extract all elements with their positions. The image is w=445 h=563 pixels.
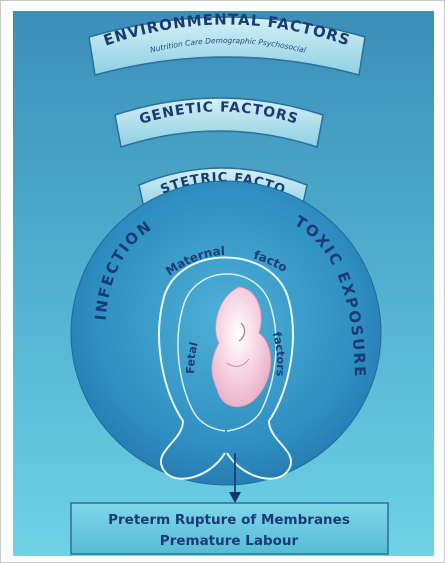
outcome-line-1: Preterm Rupture of Membranes	[108, 512, 350, 528]
preterm-birth-diagram: ENVIRONMENTAL FACTORS Nutrition Care Dem…	[13, 11, 434, 556]
outcome-line-2: Premature Labour	[160, 533, 299, 549]
outcome-box: Preterm Rupture of Membranes Premature L…	[71, 503, 388, 554]
